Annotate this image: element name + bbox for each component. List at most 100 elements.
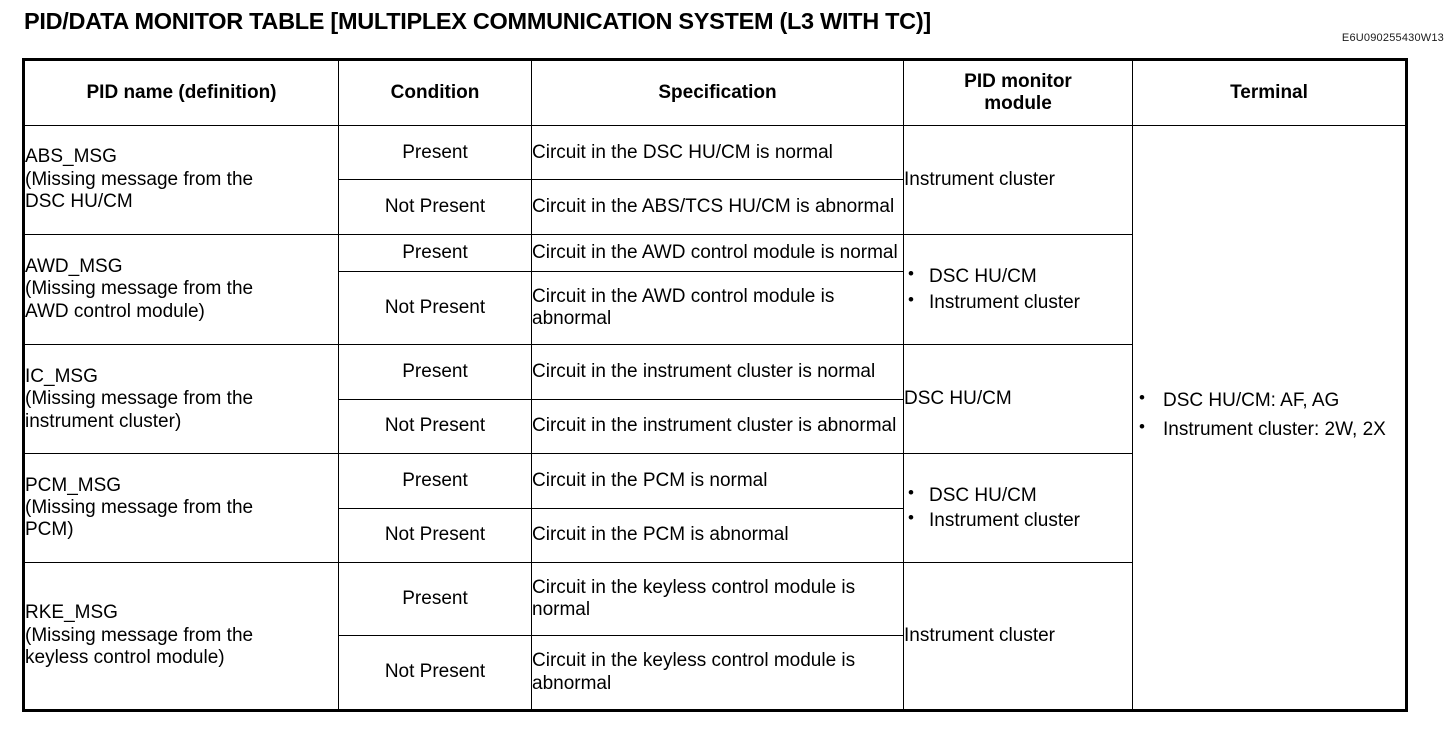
module-text: Instrument cluster (904, 624, 1055, 646)
pid-name-line2: (Missing message from the (25, 624, 254, 646)
spec-line1: Circuit in the DSC HU/CM is (532, 141, 770, 163)
cell-specification: Circuit in the ABS/TCS HU/CM is abnormal (531, 179, 904, 235)
pid-name-line3: PCM) (25, 519, 74, 541)
pid-name-line1: PCM_MSG (25, 474, 122, 496)
spec-line2: module is abnormal (532, 650, 856, 694)
cell-pid-name-pcm-msg: PCM_MSG (Missing message from the PCM) (23, 453, 339, 564)
module-text: DSC HU/CM (904, 388, 1012, 410)
module-bullet-list: DSC HU/CM Instrument cluster (904, 483, 1132, 532)
list-item: Instrument cluster (904, 508, 1132, 532)
cell-pid-monitor-module: DSC HU/CM Instrument cluster (903, 233, 1133, 346)
pid-name-line2: (Missing message from the (25, 278, 254, 300)
table-row: ABS_MSG (Missing message from the DSC HU… (23, 124, 1407, 711)
cell-specification: Circuit in the DSC HU/CM is normal (531, 124, 904, 181)
spec-line1: Circuit in the instrument cluster (532, 360, 793, 382)
pid-name-line2: (Missing message from the (25, 168, 254, 190)
pid-name-line1: ABS_MSG (25, 146, 117, 168)
cell-condition: Not Present (338, 507, 532, 564)
cell-condition: Present (338, 562, 532, 637)
cell-condition: Present (338, 124, 532, 181)
spec-line2: is abnormal (795, 195, 895, 217)
spec-line1: Circuit in the PCM is normal (532, 469, 768, 491)
page-title: PID/DATA MONITOR TABLE [MULTIPLEX COMMUN… (24, 8, 931, 34)
cell-pid-name-ic-msg: IC_MSG (Missing message from the instrum… (23, 344, 339, 455)
spec-line1: Circuit in the AWD control (532, 241, 748, 263)
cell-condition: Present (338, 344, 532, 400)
column-header-specification: Specification (531, 59, 904, 126)
spec-line1: Circuit in the PCM is abnormal (532, 524, 789, 546)
cell-pid-name-abs-msg: ABS_MSG (Missing message from the DSC HU… (23, 125, 339, 235)
pid-name-line1: IC_MSG (25, 365, 98, 387)
cell-specification: Circuit in the PCM is abnormal (531, 507, 904, 564)
title-block: PID/DATA MONITOR TABLE [MULTIPLEX COMMUN… (0, 0, 1456, 52)
spec-line2: module is normal (753, 241, 898, 263)
pid-name-line3: DSC HU/CM (25, 191, 133, 213)
list-item: DSC HU/CM (904, 483, 1132, 507)
column-header-pid-monitor-module: PID monitor module (903, 59, 1133, 126)
column-header-terminal: Terminal (1132, 59, 1407, 126)
spec-line1: Circuit in the keyless control (532, 650, 769, 672)
cell-pid-name-awd-msg: AWD_MSG (Missing message from the AWD co… (23, 233, 339, 346)
pid-name-line1: AWD_MSG (25, 256, 123, 277)
list-item: DSC HU/CM (904, 264, 1132, 288)
cell-pid-name-rke-msg: RKE_MSG (Missing message from the keyles… (23, 562, 339, 711)
table-row: Not Present Circuit in the instrument cl… (24, 398, 1407, 455)
pid-name-line1: RKE_MSG (25, 602, 118, 624)
cell-condition: Not Present (338, 398, 532, 455)
table-header: PID name (definition) Condition Specific… (23, 59, 1407, 126)
list-item: Instrument cluster (904, 290, 1132, 314)
cell-pid-monitor-module: Instrument cluster (903, 562, 1133, 711)
table-header-row: PID name (definition) Condition Specific… (23, 59, 1407, 126)
cell-condition: Not Present (338, 179, 532, 235)
cell-specification: Circuit in the instrument cluster is nor… (531, 344, 904, 400)
list-item: Instrument cluster: 2W, 2X (1133, 416, 1405, 441)
cell-condition: Present (338, 233, 532, 273)
table-row: AWD_MSG (Missing message from the AWD co… (23, 233, 1407, 346)
table-row: Not Present Circuit in the ABS/TCS HU/CM… (24, 179, 1407, 235)
pid-name-line2: (Missing message from the (25, 388, 254, 410)
pid-data-monitor-table: PID name (definition) Condition Specific… (22, 58, 1408, 712)
table-row: Not Present Circuit in the keyless contr… (24, 635, 1407, 711)
module-text: Instrument cluster (904, 168, 1055, 190)
cell-specification: Circuit in the instrument cluster is abn… (531, 398, 904, 455)
spec-line2: is normal (798, 360, 876, 382)
spec-line1: Circuit in the keyless control (532, 576, 769, 598)
cell-pid-monitor-module: DSC HU/CM Instrument cluster (903, 453, 1133, 564)
spec-line1: Circuit in the AWD control (532, 285, 748, 307)
table-row: Not Present Circuit in the AWD control m… (24, 271, 1407, 346)
cell-specification: Circuit in the AWD control module is nor… (531, 233, 904, 273)
spec-line2: module is abnormal (532, 285, 835, 330)
table-row: IC_MSG (Missing message from the instrum… (23, 344, 1407, 455)
cell-condition: Not Present (338, 271, 532, 346)
pid-monitor-module-line2: module (984, 93, 1052, 114)
table-body: ABS_MSG (Missing message from the DSC HU… (23, 124, 1407, 711)
document-reference-code: E6U090255430W13 (1341, 32, 1444, 44)
column-header-pid-name: PID name (definition) (23, 59, 339, 126)
table-row: Not Present Circuit in the PCM is abnorm… (24, 507, 1407, 564)
cell-condition: Not Present (338, 635, 532, 711)
cell-pid-monitor-module: Instrument cluster (903, 125, 1133, 235)
spec-line2: normal (774, 141, 833, 163)
spec-line2: is abnormal (798, 415, 897, 437)
pid-name-line3: instrument cluster) (25, 410, 182, 432)
module-bullet-list: DSC HU/CM Instrument cluster (904, 264, 1132, 314)
cell-pid-monitor-module: DSC HU/CM (903, 344, 1133, 455)
pid-name-line3: AWD control module) (25, 300, 205, 322)
spec-line1: Circuit in the instrument cluster (532, 415, 793, 437)
cell-terminal: DSC HU/CM: AF, AG Instrument cluster: 2W… (1132, 125, 1407, 711)
spec-line2: module is normal (532, 576, 856, 621)
pid-name-line2: (Missing message from the (25, 496, 254, 518)
cell-specification: Circuit in the keyless control module is… (531, 635, 904, 711)
cell-specification: Circuit in the PCM is normal (531, 453, 904, 509)
cell-specification: Circuit in the keyless control module is… (531, 562, 904, 637)
table-row: RKE_MSG (Missing message from the keyles… (23, 562, 1407, 711)
pid-data-monitor-table-wrapper: PID name (definition) Condition Specific… (22, 58, 1408, 712)
cell-specification: Circuit in the AWD control module is abn… (531, 271, 904, 346)
pid-name-line3: keyless control module) (25, 647, 225, 669)
column-header-condition: Condition (338, 59, 532, 126)
cell-condition: Present (338, 453, 532, 509)
list-item: DSC HU/CM: AF, AG (1133, 388, 1405, 412)
terminal-bullet-list: DSC HU/CM: AF, AG Instrument cluster: 2W… (1133, 388, 1405, 441)
spec-line1: Circuit in the ABS/TCS HU/CM (532, 195, 791, 217)
pid-monitor-module-line1: PID monitor (964, 70, 1072, 92)
